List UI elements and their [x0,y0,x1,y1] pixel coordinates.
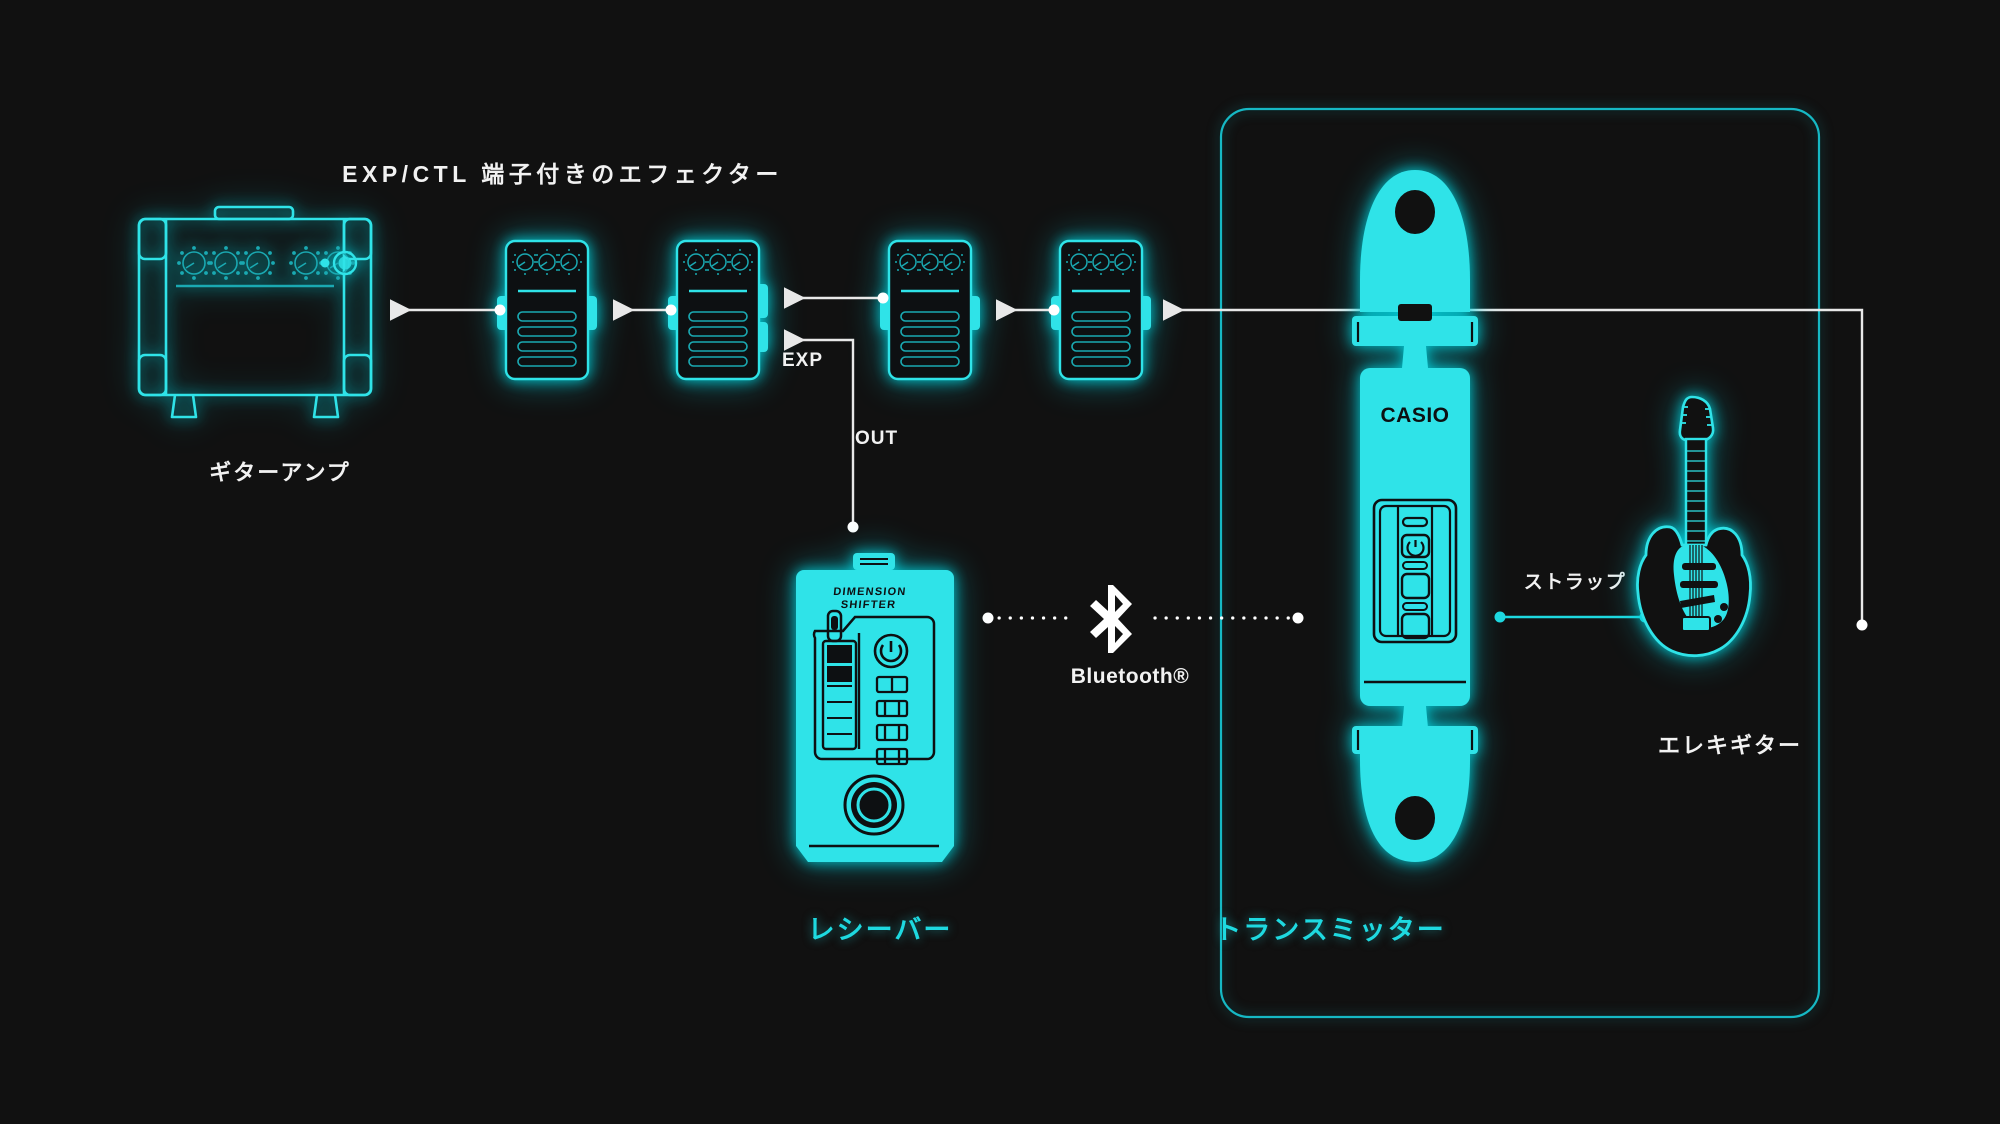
guitar-amp-icon [137,205,373,419]
receiver-brand-line1: DIMENSION [833,586,907,598]
diagram-title: EXP/CTL 端子付きのエフェクター [342,161,783,187]
receiver-pedal-icon: DIMENSION SHIFTER [796,553,954,862]
guitar-amp-label: ギターアンプ [209,460,351,485]
receiver-label: レシーバー [807,915,953,945]
receiver-brand-line2: SHIFTER [840,599,897,611]
strap-label: ストラップ [1523,572,1627,593]
pedal-3 [880,239,980,381]
transmitter-brand: CASIO [1380,404,1449,427]
bluetooth-label: Bluetooth® [1070,665,1190,688]
bluetooth-icon [1090,585,1132,653]
wire-receiver-out-to-exp [784,329,855,527]
pedal-2 [668,239,768,381]
electric-guitar-icon [1636,395,1752,658]
transmitter-label: トランスミッター [1214,915,1446,945]
wireless-group-box [1219,107,1821,1019]
out-connection-label: OUT [855,428,899,449]
pedal-1 [497,239,597,381]
transmitter-icon: CASIO [1352,170,1478,862]
exp-connection-label: EXP [782,350,824,371]
guitar-label: エレキギター [1657,733,1802,758]
pedal-4 [1051,239,1151,381]
